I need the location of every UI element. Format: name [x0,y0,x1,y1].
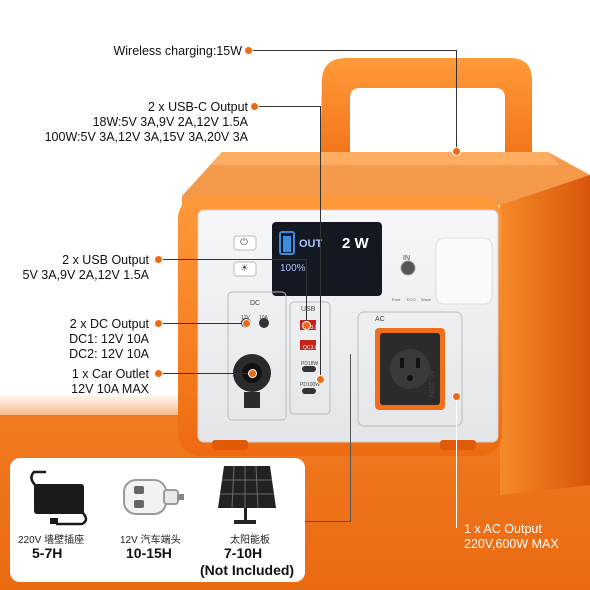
wireless-charging-label: Wireless charging:15W [113,44,242,58]
mode-wave-label: Wave [421,297,432,302]
dc-section-label: DC [250,300,261,307]
usbc-dot [250,102,259,111]
wall-adapter-icon [30,470,88,526]
usbc-leader [256,106,320,107]
mode-pure-label: Pure [392,297,401,302]
power-button-icon[interactable]: ⏻ [240,237,248,248]
display-mode: OUT [299,238,323,250]
dc2-spec: DC2: 12V 10A [69,347,149,361]
solar-panel-icon [218,465,276,524]
solar-charging-time: 7-10H [224,545,263,561]
usb-leader-drop [306,259,307,323]
car-outlet-title: 1 x Car Outlet [71,367,149,381]
usbc-100w-spec: 100W:5V 3A,12V 3A,15V 3A,20V 3A [44,130,248,144]
ac-output-title: 1 x AC Output [464,522,542,536]
wall-charging-label: 220V 墙壁插座 [18,535,85,546]
ac-leader [456,396,457,528]
usb-dot [154,255,163,264]
usbc-leader-drop [320,106,321,378]
usbc-leader-end-dot [316,375,325,384]
dc-leader-end-dot [242,319,251,328]
charging-methods-card: 220V 墙壁插座 5-7H 12V 汽车端头 10-15H 太阳能板 7-10… [10,458,305,582]
dc-voltage-label: 12V [241,315,250,321]
dc-leader [158,323,246,324]
display-percent: 100% [280,263,306,274]
ac-output-spec: 220V,600W MAX [464,537,559,551]
solar-not-included-note: (Not Included) [200,562,295,578]
card-leader-horizontal [304,521,351,522]
ac-side-label: AC 220V [427,370,434,399]
car-dot [154,369,163,378]
car-leader-end-dot [248,369,257,378]
usb-section-label: USB [301,306,316,313]
ac-leader-end-dot [452,392,461,401]
car-charging-label: 12V 汽车端头 [120,535,181,546]
usb-output-title: 2 x USB Output [62,253,149,267]
usbc-output-title: 2 x USB-C Output [147,100,248,114]
usb-leader-end-dot [302,321,311,330]
display-power: 2 W [342,235,369,252]
light-button-icon[interactable]: ☀ [240,263,249,274]
car-outlet-spec: 12V 10A MAX [71,382,149,396]
dc-dot [154,319,163,328]
solar-charging-label: 太阳能板 [230,535,270,546]
dc-output-title: 2 x DC Output [69,317,149,331]
car-charger-icon [123,479,184,515]
car-charging-time: 10-15H [126,545,172,561]
usbc-18w-spec: 18W:5V 3A,9V 2A,12V 1.5A [92,115,248,129]
car-leader [158,373,252,374]
usb-leader [158,259,307,260]
wireless-leader [248,50,456,51]
wireless-leader-drop [456,50,457,150]
usb-port-2-label: QC3.0 [303,345,318,351]
typec-port-1-label: PD18W [301,361,319,367]
dc1-spec: DC1: 12V 10A [69,332,149,346]
wireless-leader-end-dot [452,147,461,156]
usb-output-spec: 5V 3A,9V 2A,12V 1.5A [22,268,149,282]
mode-eco-label: ECO [407,297,416,302]
input-port-label: IN [403,255,410,262]
wireless-dot [244,46,253,55]
wall-charging-time: 5-7H [32,545,63,561]
card-leader [350,354,351,522]
typec-port-2-label: PD100W [300,382,321,388]
ac-section-label: AC [375,316,385,323]
dc-current-label: 10A [259,315,268,321]
